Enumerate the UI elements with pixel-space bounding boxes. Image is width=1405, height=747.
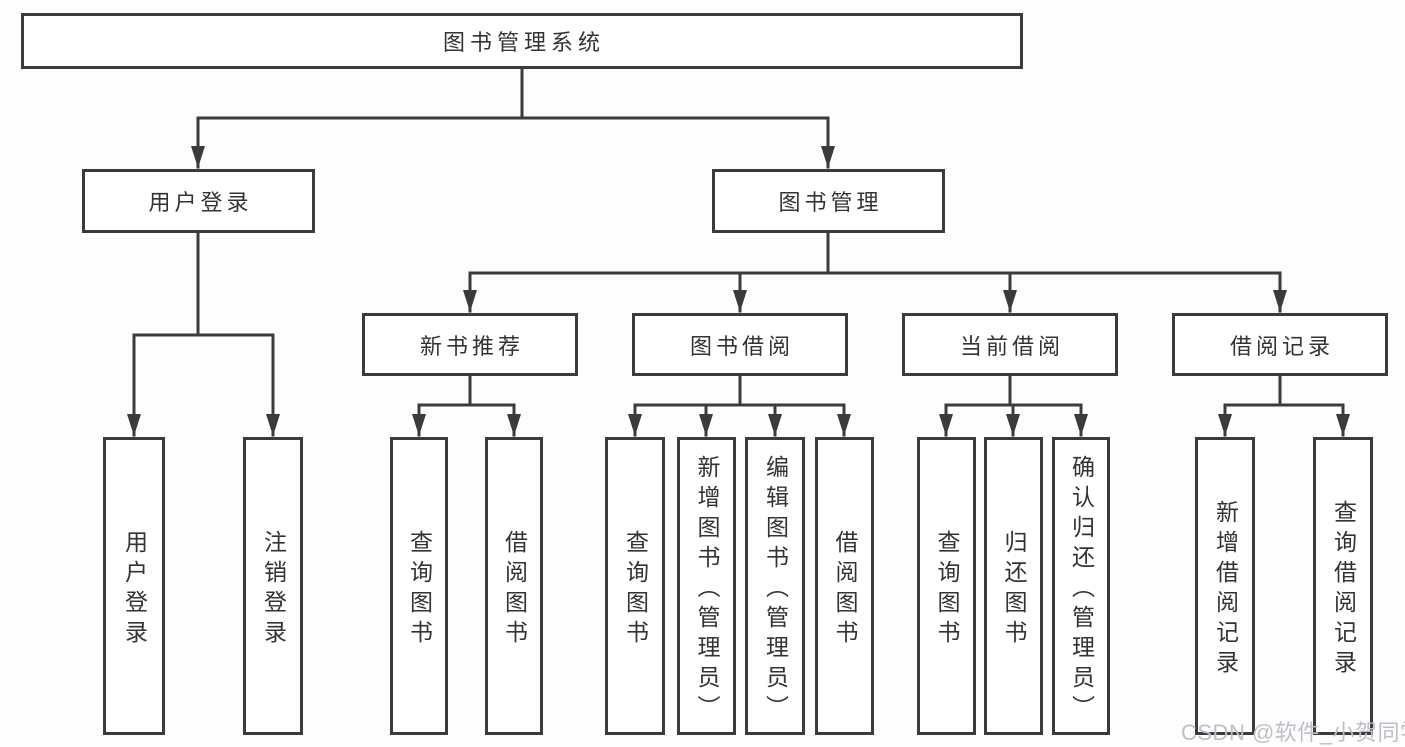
node-user-login: 用户登录 (82, 169, 315, 233)
node-current-borrowing: 当前借阅 (902, 313, 1118, 376)
leaf-edit-books-admin: 编辑图书（管理员） (745, 437, 805, 735)
node-new-book-recommendation: 新书推荐 (362, 313, 578, 376)
leaf-query-borrow-record: 查询借阅记录 (1313, 437, 1373, 735)
leaf-add-borrow-record: 新增借阅记录 (1195, 437, 1255, 735)
node-book-management: 图书管理 (712, 169, 945, 233)
leaf-borrow-books: 借阅图书 (815, 437, 874, 735)
leaf-query-books-borrow: 查询图书 (605, 437, 665, 735)
node-borrowing-records: 借阅记录 (1172, 313, 1388, 376)
node-library-management-system: 图书管理系统 (21, 13, 1023, 69)
leaf-return-books: 归还图书 (984, 437, 1043, 735)
leaf-user-login: 用户登录 (103, 437, 165, 735)
leaf-logout: 注销登录 (243, 437, 303, 735)
leaf-query-books-current: 查询图书 (917, 437, 976, 735)
leaf-borrow-books-recommend: 借阅图书 (485, 437, 543, 735)
csdn-watermark: CSDN @软件_小贺同学 (1181, 720, 1405, 745)
leaf-query-books-recommend: 查询图书 (390, 437, 448, 735)
leaf-add-books-admin: 新增图书（管理员） (677, 437, 736, 735)
leaf-confirm-return-admin: 确认归还（管理员） (1052, 437, 1110, 735)
node-book-borrowing: 图书借阅 (632, 313, 848, 376)
